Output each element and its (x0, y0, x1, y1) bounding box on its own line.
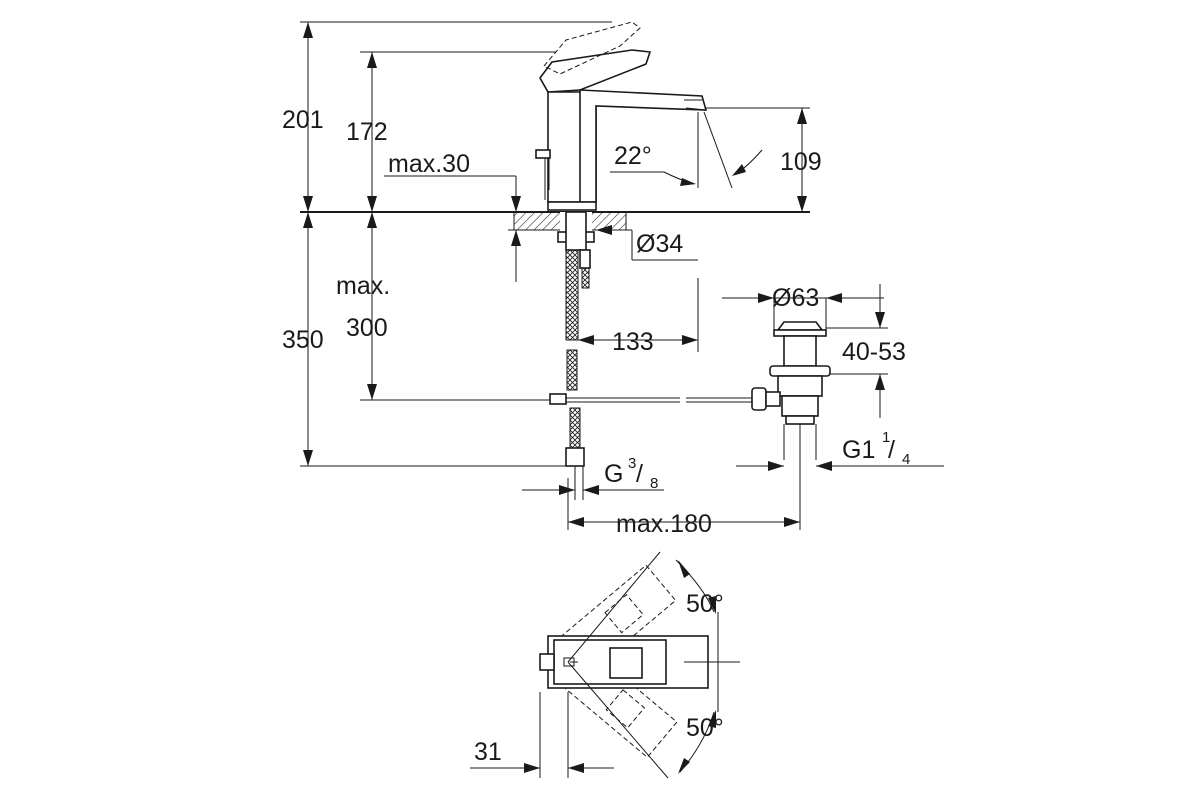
waste-side-view (566, 321, 831, 460)
label-max: max. (336, 272, 390, 300)
label-angle-50-top: 50° (686, 590, 724, 618)
dimension-labels: 201 172 max.30 22° 109 Ø34 max. 300 350 … (282, 106, 910, 766)
label-109: 109 (780, 148, 822, 176)
label-g1-base: G1 (842, 436, 875, 464)
label-g1-numerator: 1 (882, 429, 890, 446)
label-172: 172 (346, 118, 388, 146)
label-max30: max.30 (388, 150, 470, 178)
dimension-lines (300, 21, 944, 530)
label-350: 350 (282, 326, 324, 354)
label-dia63: Ø63 (772, 284, 819, 312)
label-dia34: Ø34 (636, 230, 683, 258)
label-max180: max.180 (616, 510, 712, 538)
label-g38-denominator: 8 (650, 475, 658, 492)
label-300: 300 (346, 314, 388, 342)
supply-hose-upper (565, 249, 579, 341)
faucet-side-view (300, 21, 810, 500)
label-g38-numerator: 3 (628, 455, 636, 472)
label-133: 133 (612, 328, 654, 356)
label-201: 201 (282, 106, 324, 134)
label-angle-50-bottom: 50° (686, 714, 724, 742)
label-g38-slash: / (636, 460, 643, 488)
label-g38-base: G (604, 460, 623, 488)
label-angle-22: 22° (614, 142, 652, 170)
label-31: 31 (474, 738, 502, 766)
label-40-53: 40-53 (842, 338, 906, 366)
label-g1-slash: / (888, 436, 895, 464)
faucet-top-view (470, 551, 740, 779)
label-g1-denominator: 4 (902, 451, 910, 468)
